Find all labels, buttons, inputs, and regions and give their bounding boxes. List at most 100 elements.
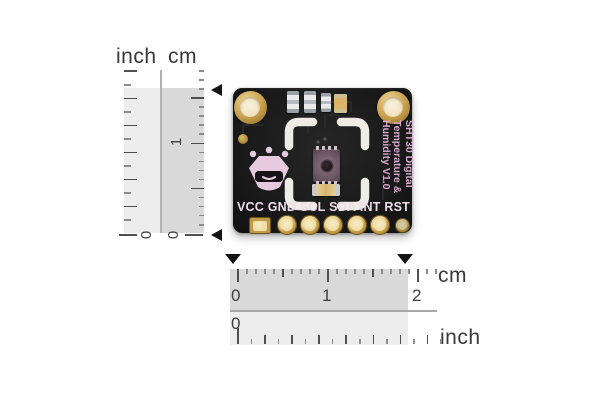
ruler-tick	[198, 223, 204, 226]
ruler-tick	[198, 214, 204, 217]
pad-scl	[300, 215, 320, 235]
pin-label-gnd: GND	[267, 200, 297, 214]
ruler-tick	[198, 70, 204, 72]
ruler-tick	[381, 269, 383, 274]
pin-label-scl: SCL	[299, 200, 326, 214]
board-right-edge-marker-icon	[397, 254, 413, 264]
capacitor-1	[334, 94, 347, 113]
sensor-pin	[316, 181, 319, 185]
left-ruler-inch-label: inch	[116, 45, 157, 68]
sensor-pin	[334, 181, 337, 185]
ruler-tick	[345, 269, 347, 274]
ruler-tick	[417, 269, 419, 282]
ruler-tick	[191, 142, 204, 145]
resistor-1	[287, 91, 299, 113]
sensor-pin	[322, 146, 325, 150]
manufacturer-logo-icon	[249, 146, 289, 191]
left-ruler-cm-0-label: 0	[165, 230, 182, 240]
ruler-tick	[386, 339, 388, 344]
ruler-tick	[399, 335, 402, 344]
bottom-ruler-cm-2-label: 2	[412, 286, 422, 305]
board-title-line-2: Temperature &	[391, 120, 404, 194]
pad-center	[304, 219, 316, 231]
bracket-bottom-left	[284, 177, 318, 211]
ruler-tick	[277, 339, 280, 344]
ruler-tick	[198, 196, 204, 199]
pad-int	[347, 215, 367, 235]
ruler-tick	[198, 169, 204, 172]
bracket-top-left	[284, 117, 318, 151]
ruler-tick	[124, 178, 137, 181]
mounting-hole-top-left	[233, 90, 267, 124]
ruler-tick	[198, 133, 204, 136]
resistor-3	[321, 93, 331, 112]
ruler-tick	[336, 269, 338, 274]
pad-sda	[323, 215, 343, 235]
left-ruler-cm-scale	[160, 88, 204, 233]
ruler-tick	[426, 269, 428, 274]
pad-vcc	[249, 217, 271, 234]
ruler-tick	[198, 79, 204, 81]
ruler-tick	[408, 269, 410, 274]
ruler-tick	[191, 97, 204, 99]
ruler-tick	[124, 124, 137, 127]
ruler-tick	[372, 335, 375, 344]
pin-label-vcc: VCC	[237, 200, 264, 214]
left-ruler-cm-1-label: 1	[168, 137, 185, 147]
ruler-tick	[124, 165, 131, 167]
pin-label-row: VCC GND SCL SDA INT RST	[237, 200, 410, 214]
ruler-tick	[363, 269, 365, 274]
ruler-tick	[372, 269, 374, 277]
ruler-tick	[198, 205, 204, 208]
bottom-ruler-cm-1-label: 1	[322, 286, 332, 305]
bottom-ruler-cm-0-label: 0	[231, 286, 241, 305]
ruler-tick	[291, 335, 293, 344]
bottom-ruler-divider	[230, 310, 437, 312]
pad-center	[253, 220, 267, 231]
ruler-tick	[124, 138, 131, 140]
pad-center	[398, 221, 407, 230]
ruler-tick	[354, 269, 356, 274]
pad-gnd	[277, 215, 297, 235]
sensor-opening	[321, 160, 332, 171]
via-pad	[238, 134, 248, 144]
ruler-tick	[264, 269, 266, 274]
pin-label-int: INT	[359, 200, 381, 214]
sht30-sensor-chip	[313, 146, 340, 185]
sensor-pin	[334, 146, 337, 150]
ruler-tick	[413, 339, 415, 344]
ruler-tick	[124, 70, 137, 72]
left-ruler-inch-scale	[124, 88, 160, 233]
ruler-tick	[198, 151, 204, 154]
ruler-tick	[198, 106, 204, 108]
capacitor-2	[312, 184, 340, 196]
bottom-ruler-cm-scale	[230, 269, 408, 310]
left-ruler-cm-zero-tick	[185, 234, 203, 236]
ruler-tick	[309, 269, 311, 274]
ruler-tick	[124, 151, 137, 154]
ruler-tick	[198, 160, 204, 163]
pad-center	[351, 219, 363, 231]
left-ruler-inch-0-label: 0	[138, 230, 155, 240]
ruler-tick	[358, 339, 361, 344]
left-ruler-cm-label: cm	[168, 45, 197, 68]
bottom-ruler-inch-0-label: 0	[231, 314, 241, 333]
hole-bore	[240, 97, 260, 117]
sensor-pin	[316, 146, 319, 150]
ruler-tick	[255, 269, 257, 274]
bracket-bottom-right	[336, 177, 370, 211]
ruler-tick	[435, 269, 437, 274]
ruler-tick	[198, 178, 204, 181]
bracket-top-right	[336, 117, 370, 151]
ruler-tick	[124, 97, 137, 100]
board-left-edge-marker-icon	[225, 254, 241, 264]
ruler-tick	[291, 269, 293, 274]
board-title-line-1: SHT30 Digital	[403, 120, 415, 188]
ruler-tick	[246, 269, 248, 274]
ruler-tick	[250, 339, 253, 344]
ruler-tick	[440, 339, 442, 344]
ruler-tick	[331, 339, 334, 344]
ruler-tick	[124, 219, 131, 222]
board-title-line-3: Humidity V1.0	[380, 120, 392, 190]
hole-bore	[383, 97, 403, 117]
